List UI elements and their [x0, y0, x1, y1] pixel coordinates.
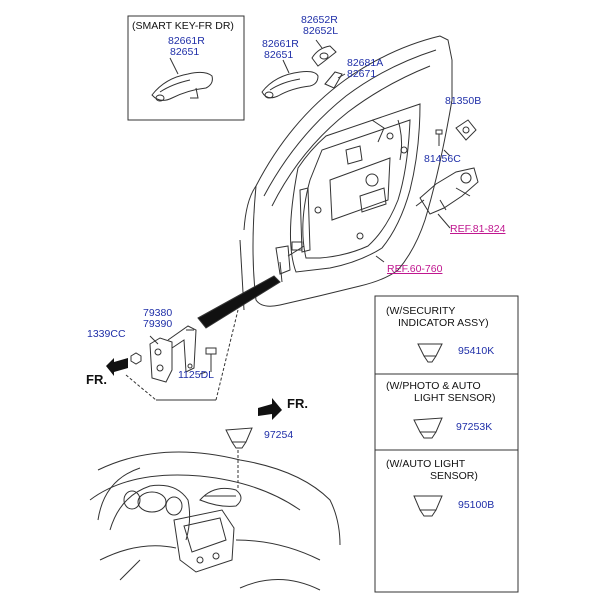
security-option-title-1: (W/SECURITY	[386, 305, 456, 317]
part-82652l: 82652L	[303, 25, 339, 37]
security-indicator-illustration	[417, 343, 443, 363]
nut-1339cc-illustration	[130, 352, 142, 365]
front-door-illustration	[239, 35, 453, 311]
security-option-title-2: INDICATOR ASSY)	[398, 317, 489, 329]
part-82651-smartkey: 82651	[170, 46, 200, 58]
auto-light-option-title-2: SENSOR)	[430, 470, 478, 482]
auto-light-option-title-1: (W/AUTO LIGHT	[386, 458, 466, 470]
fr-right-arrow-icon	[258, 398, 282, 420]
options-box	[374, 295, 519, 593]
front-direction-label-right: FR.	[287, 396, 308, 411]
auto-light-sensor-illustration	[413, 495, 443, 517]
part-82681a: 82681A	[347, 57, 384, 69]
door-latch-illustration	[415, 167, 479, 215]
photo-auto-light-sensor-illustration	[413, 417, 443, 439]
sensor-97254-illustration	[225, 427, 253, 449]
wire-harness-illustration	[275, 241, 305, 283]
fr-left-arrow-icon	[106, 358, 128, 376]
photo-option-title-1: (W/PHOTO & AUTO	[386, 380, 481, 392]
cap-81350b-illustration	[455, 119, 477, 141]
part-95410k: 95410K	[458, 345, 495, 357]
photo-option-title-2: LIGHT SENSOR)	[414, 392, 496, 404]
bolt-1125dl-illustration	[205, 347, 217, 372]
front-direction-label-left: FR.	[86, 372, 107, 387]
part-81350b: 81350B	[445, 95, 482, 107]
door-check-arrow	[197, 275, 281, 329]
dashboard-illustration	[89, 451, 341, 591]
part-82661r-smartkey: 82661R	[168, 35, 205, 47]
handle-cover-illustration	[311, 45, 337, 67]
part-82671: 82671	[347, 68, 377, 80]
part-97253k: 97253K	[456, 421, 493, 433]
part-95100b: 95100B	[458, 499, 495, 511]
part-81456c: 81456C	[424, 153, 461, 165]
screw-81456c-illustration	[435, 129, 443, 146]
part-97254: 97254	[264, 429, 294, 441]
part-1339cc: 1339CC	[87, 328, 126, 340]
smart-key-box-title: (SMART KEY-FR DR)	[132, 20, 234, 32]
ref-60-760[interactable]: REF.60-760	[387, 263, 443, 275]
part-82651: 82651	[264, 49, 294, 61]
smart-key-handle-illustration	[151, 71, 213, 102]
ref-81-824[interactable]: REF.81-824	[450, 223, 506, 235]
outside-handle-illustration	[261, 71, 319, 99]
part-1125dl: 1125DL	[178, 369, 215, 381]
smart-key-box	[127, 15, 245, 121]
door-checker-illustration	[149, 325, 197, 383]
part-82661r: 82661R	[262, 38, 299, 50]
part-82652r: 82652R	[301, 14, 338, 26]
part-79380: 79380	[143, 307, 173, 319]
part-79390: 79390	[143, 318, 173, 330]
key-cover-illustration	[324, 71, 343, 89]
